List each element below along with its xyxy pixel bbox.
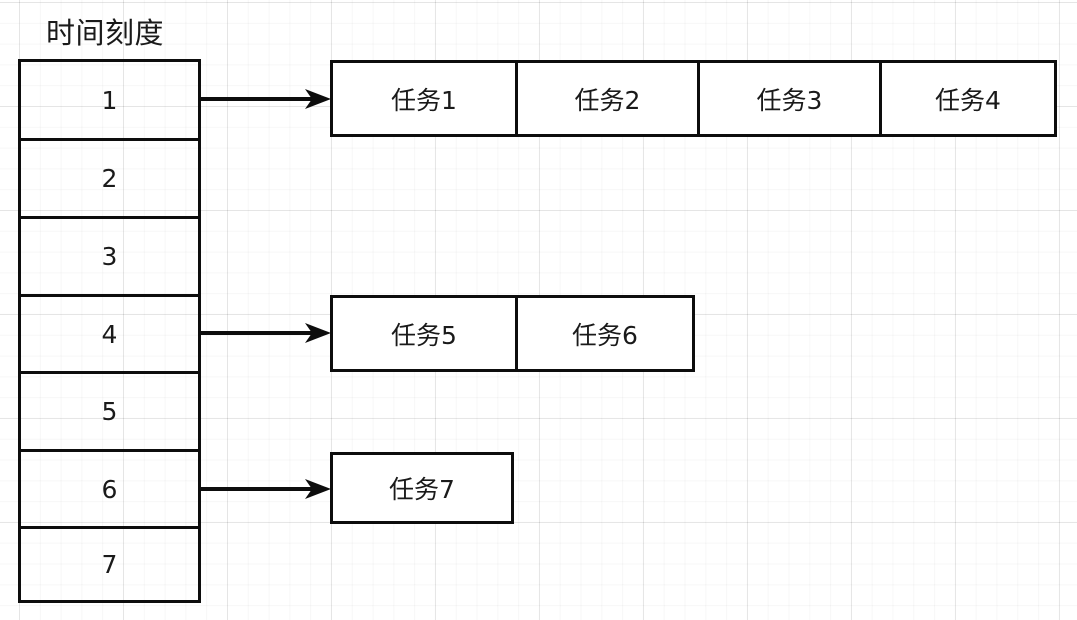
timeline-tick-label: 2 [101,164,118,193]
task-label: 任务4 [935,85,1001,115]
timeline-tick-label: 3 [101,242,118,271]
task-label: 任务2 [574,85,641,115]
timeline-tick-5[interactable]: 5 [21,371,198,449]
task-cell[interactable]: 任务5 [333,298,515,369]
task-cell[interactable]: 任务1 [333,63,515,134]
task-label: 任务1 [391,85,457,115]
arrow-tick6-to-row3 [199,479,331,499]
page-title: 时间刻度 [46,16,165,50]
task-label: 任务5 [391,320,457,350]
task-cell[interactable]: 任务3 [697,63,879,134]
task-cell[interactable]: 任务7 [333,455,511,521]
timeline-column: 1 2 3 4 5 6 7 [18,59,201,603]
task-label: 任务3 [756,85,823,115]
timeline-tick-label: 5 [101,397,118,426]
timeline-tick-label: 4 [101,319,118,349]
timeline-tick-label: 1 [101,85,118,115]
task-cell[interactable]: 任务6 [515,298,692,369]
arrow-tick1-to-row1 [199,89,331,109]
timeline-tick-label: 6 [101,474,118,504]
task-row-2: 任务5 任务6 [330,295,695,372]
task-cell[interactable]: 任务4 [879,63,1054,134]
timeline-tick-label: 7 [101,550,118,579]
task-label: 任务7 [389,475,455,504]
timeline-tick-6[interactable]: 6 [21,449,198,526]
task-label: 任务6 [572,320,638,350]
timeline-tick-1[interactable]: 1 [21,62,198,138]
timeline-tick-4[interactable]: 4 [21,294,198,371]
arrow-tick4-to-row2 [199,323,331,343]
task-row-3: 任务7 [330,452,514,524]
task-row-1: 任务1 任务2 任务3 任务4 [330,60,1057,137]
timeline-tick-3[interactable]: 3 [21,216,198,294]
timeline-tick-7[interactable]: 7 [21,526,198,600]
timeline-tick-2[interactable]: 2 [21,138,198,216]
task-cell[interactable]: 任务2 [515,63,697,134]
